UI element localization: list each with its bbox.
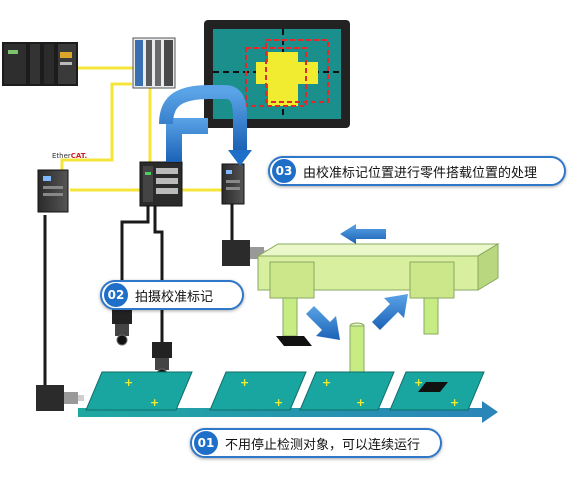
svg-text:+: + [124, 376, 133, 389]
step-number-badge: 01 [194, 431, 218, 455]
work-plate: + + [299, 371, 395, 411]
controller-icon [2, 42, 78, 86]
vision-controller-icon [139, 161, 183, 207]
callout-text: 由校准标记位置进行零件搭载位置的处理 [303, 165, 538, 181]
cable-camera-2 [153, 205, 164, 345]
svg-text:+: + [240, 376, 249, 389]
gantry [256, 243, 500, 346]
svg-text:+: + [322, 376, 331, 389]
pick-arrow [306, 306, 340, 340]
servo-drive-icon [221, 163, 245, 205]
svg-text:+: + [274, 396, 283, 409]
svg-text:+: + [450, 396, 459, 409]
monitor-icon [204, 20, 350, 128]
ethercat-logo-prefix: Ether [52, 152, 71, 160]
work-plate: + + [85, 371, 193, 411]
ethercat-logo: EtherCAT. [52, 152, 87, 160]
callout-text: 拍摄校准标记 [135, 289, 214, 305]
ethercat-logo-suffix: CAT. [70, 152, 88, 160]
work-plate: + + [389, 371, 485, 411]
io-module-icon [132, 37, 176, 89]
callout-text: 不用停止检测对象，可以连续运行 [225, 437, 421, 453]
place-arrow [372, 294, 408, 330]
step-number-badge: 03 [272, 159, 296, 183]
gantry-direction-arrow [340, 224, 386, 244]
svg-text:+: + [150, 396, 159, 409]
callout-step-03: 03 由校准标记位置进行零件搭载位置的处理 [268, 156, 566, 186]
servo-motor-icon [36, 385, 84, 411]
work-plate: + + [209, 371, 307, 411]
svg-text:+: + [414, 376, 423, 389]
camera-icon [112, 308, 132, 346]
conveyor [78, 401, 498, 423]
flow-arrow-monitor-to-servo [159, 85, 252, 166]
svg-text:+: + [356, 396, 365, 409]
cable-camera-1 [120, 205, 150, 310]
callout-step-01: 01 不用停止检测对象，可以连续运行 [190, 428, 442, 458]
servo-drive-icon [37, 169, 69, 213]
cable-io-to-servo-left [60, 82, 132, 175]
callout-step-02: 02 拍摄校准标记 [100, 280, 244, 310]
step-number-badge: 02 [104, 283, 128, 307]
ethercat-cables [60, 66, 225, 192]
